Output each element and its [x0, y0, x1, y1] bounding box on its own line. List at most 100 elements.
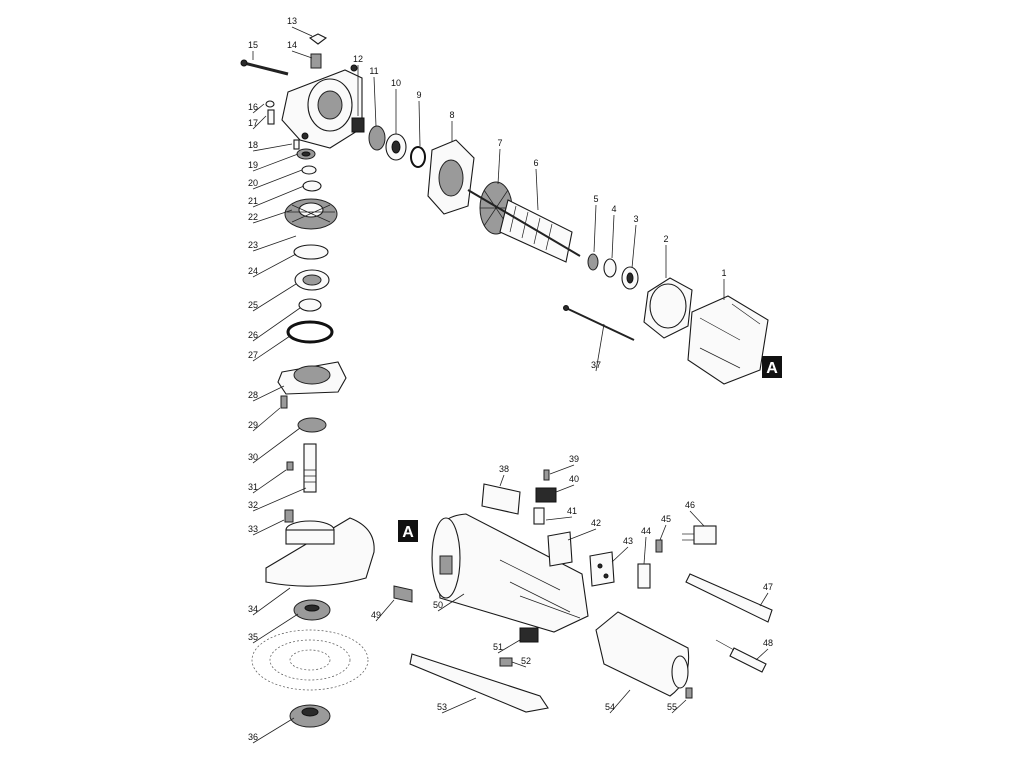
part-number-10: 10 — [391, 78, 401, 88]
label-38 — [481, 483, 521, 515]
noise-suppressor-46 — [682, 525, 717, 545]
nut-13 — [308, 33, 328, 45]
pin-17 — [267, 109, 275, 125]
field-1 — [687, 295, 769, 385]
marker-a-label: A — [402, 524, 414, 541]
carbon-brush-41 — [533, 507, 545, 525]
part-number-16: 16 — [248, 102, 258, 112]
leader-line-14 — [291, 50, 313, 59]
marker-a-badge-housing: A — [398, 520, 418, 542]
spring-52 — [499, 657, 513, 667]
key-31 — [286, 461, 294, 471]
part-number-52: 52 — [521, 656, 531, 666]
washer-21 — [302, 180, 322, 192]
leader-line-21 — [252, 185, 305, 208]
washer-4 — [603, 258, 617, 278]
leader-line-26 — [252, 307, 301, 342]
leader-line-29 — [252, 407, 281, 432]
part-number-15: 15 — [248, 40, 258, 50]
part-number-50: 50 — [433, 600, 443, 610]
leader-line-7 — [497, 148, 501, 185]
leader-line-33 — [252, 519, 285, 536]
leader-line-35 — [252, 613, 299, 644]
leader-line-19 — [252, 153, 299, 172]
part-number-24: 24 — [248, 266, 258, 276]
gear-housing — [281, 64, 363, 149]
part-number-11: 11 — [369, 66, 378, 76]
part-number-8: 8 — [449, 110, 454, 120]
leader-line-48 — [755, 648, 769, 661]
leader-line-52 — [511, 661, 527, 668]
part-number-33: 33 — [248, 524, 258, 534]
spring-14 — [310, 53, 322, 69]
part-number-31: 31 — [248, 482, 258, 492]
inner-flange-35 — [293, 599, 331, 621]
part-number-9: 9 — [416, 90, 421, 100]
marker-a-label: A — [766, 360, 778, 377]
leader-line-39 — [549, 464, 575, 475]
marker-a-badge-motor: A — [762, 356, 782, 378]
part-number-36: 36 — [248, 732, 258, 742]
part-number-44: 44 — [641, 526, 651, 536]
screw-39 — [543, 469, 550, 481]
screw-15 — [240, 59, 289, 76]
leader-line-5 — [593, 204, 597, 253]
leader-line-49 — [375, 599, 395, 622]
ball-bearing-25 — [294, 269, 330, 291]
part-number-30: 30 — [248, 452, 258, 462]
part-number-53: 53 — [437, 702, 447, 712]
part-number-25: 25 — [248, 300, 258, 310]
leader-line-6 — [535, 168, 539, 211]
part-number-47: 47 — [763, 582, 773, 592]
part-number-22: 22 — [248, 212, 258, 222]
part-number-28: 28 — [248, 390, 258, 400]
part-number-21: 21 — [248, 196, 258, 206]
washer-26 — [298, 298, 322, 312]
leader-line-47 — [759, 592, 769, 607]
leader-line-16 — [252, 103, 265, 114]
leader-line-27 — [252, 335, 291, 362]
washer-20 — [301, 165, 317, 175]
leader-line-32 — [252, 487, 307, 512]
screw-29 — [280, 395, 288, 409]
leader-line-4 — [611, 214, 615, 259]
pin-18 — [293, 139, 300, 150]
motor-housing-50 — [431, 513, 589, 633]
part-number-49: 49 — [371, 610, 381, 620]
leader-line-22 — [252, 209, 293, 224]
leader-line-20 — [252, 169, 303, 190]
spindle-32 — [303, 443, 317, 493]
part-number-2: 2 — [663, 234, 668, 244]
leader-line-28 — [252, 385, 285, 402]
leader-line-23 — [252, 235, 297, 252]
part-number-1: 1 — [721, 268, 726, 278]
part-number-19: 19 — [248, 160, 258, 170]
part-number-7: 7 — [497, 138, 502, 148]
part-number-17: 17 — [248, 118, 258, 128]
leader-line-34 — [252, 587, 291, 616]
spiral-bevel-gear-22 — [284, 198, 338, 230]
leader-line-55 — [671, 699, 687, 714]
part-number-5: 5 — [593, 194, 598, 204]
bearing-box-28 — [277, 361, 347, 395]
part-number-14: 14 — [287, 40, 297, 50]
leader-line-3 — [631, 224, 637, 269]
brush-holder-cap-42 — [547, 531, 573, 567]
part-number-54: 54 — [605, 702, 615, 712]
leader-line-17 — [252, 115, 267, 130]
screw-33 — [284, 509, 294, 523]
baffle-plate-2 — [643, 277, 693, 339]
leader-line-31 — [252, 469, 287, 494]
part-number-18: 18 — [248, 140, 258, 150]
part-number-39: 39 — [569, 454, 579, 464]
leader-line-13 — [291, 26, 313, 37]
ring-16 — [265, 100, 275, 108]
leader-line-44 — [643, 536, 647, 565]
part-number-48: 48 — [763, 638, 773, 648]
leader-line-43 — [611, 546, 629, 563]
part-number-13: 13 — [287, 16, 297, 26]
screw-45 — [655, 539, 663, 553]
leader-line-45 — [659, 524, 667, 541]
